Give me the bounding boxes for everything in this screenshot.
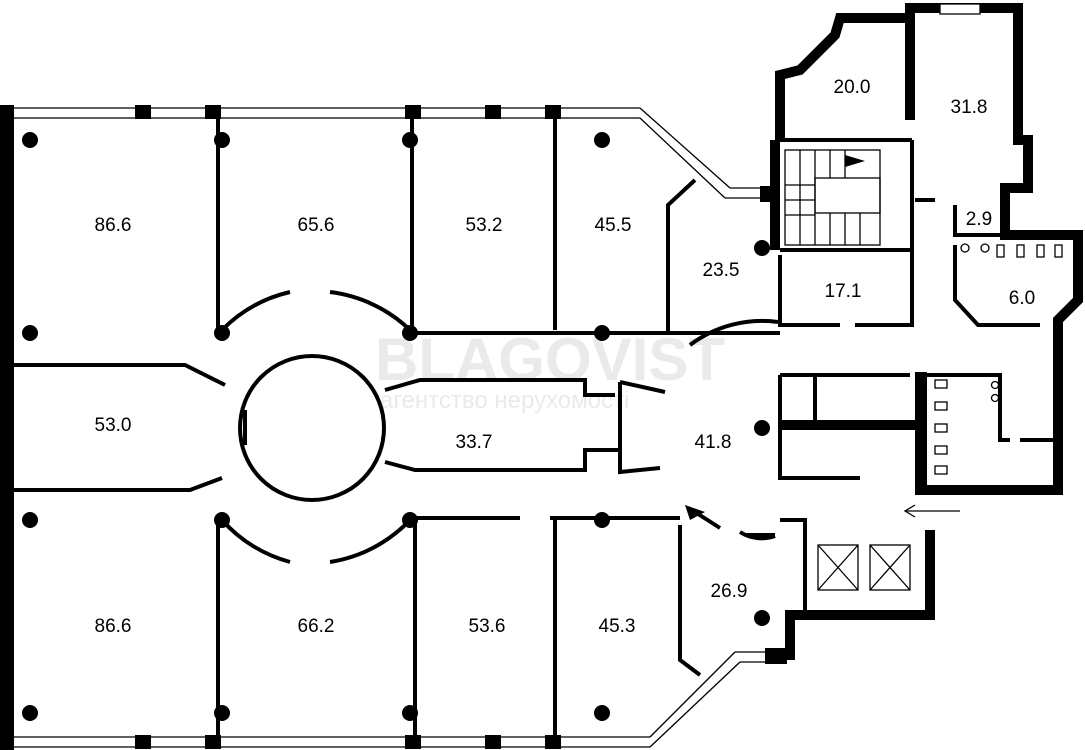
room-area: 65.6 (298, 215, 335, 236)
room-area: 23.5 (703, 260, 740, 281)
toilet-fixtures (934, 243, 1063, 475)
room-area: 53.0 (95, 415, 132, 436)
elevators (817, 544, 911, 591)
stair-arrow-icon (845, 155, 865, 167)
room-area: 33.7 (456, 432, 493, 453)
room-area: 86.6 (95, 616, 132, 637)
room-area: 41.8 (695, 432, 732, 453)
room-area: 6.0 (1009, 288, 1035, 309)
room-area: 2.9 (966, 209, 992, 230)
watermark-tagline: агентство нерухомості (380, 387, 629, 414)
room-area: 66.2 (298, 616, 335, 637)
room-area: 45.5 (595, 215, 632, 236)
watermark: BLAGOVIST агентство нерухомості (375, 326, 725, 414)
room-area: 45.3 (599, 616, 636, 637)
watermark-brand: BLAGOVIST (375, 326, 725, 393)
room-area: 53.6 (469, 616, 506, 637)
room-area: 20.0 (834, 77, 871, 98)
outer-walls (0, 3, 1083, 750)
room-area: 17.1 (825, 281, 862, 302)
staircase (784, 149, 881, 246)
columns (22, 132, 770, 721)
room-area: 26.9 (711, 581, 748, 602)
room-labels: 86.6 65.6 53.2 45.5 53.0 33.7 41.8 86.6 … (95, 77, 1036, 637)
room-area: 31.8 (951, 97, 988, 118)
room-area: 86.6 (95, 215, 132, 236)
room-area: 53.2 (466, 215, 503, 236)
interior-walls (5, 115, 1058, 745)
